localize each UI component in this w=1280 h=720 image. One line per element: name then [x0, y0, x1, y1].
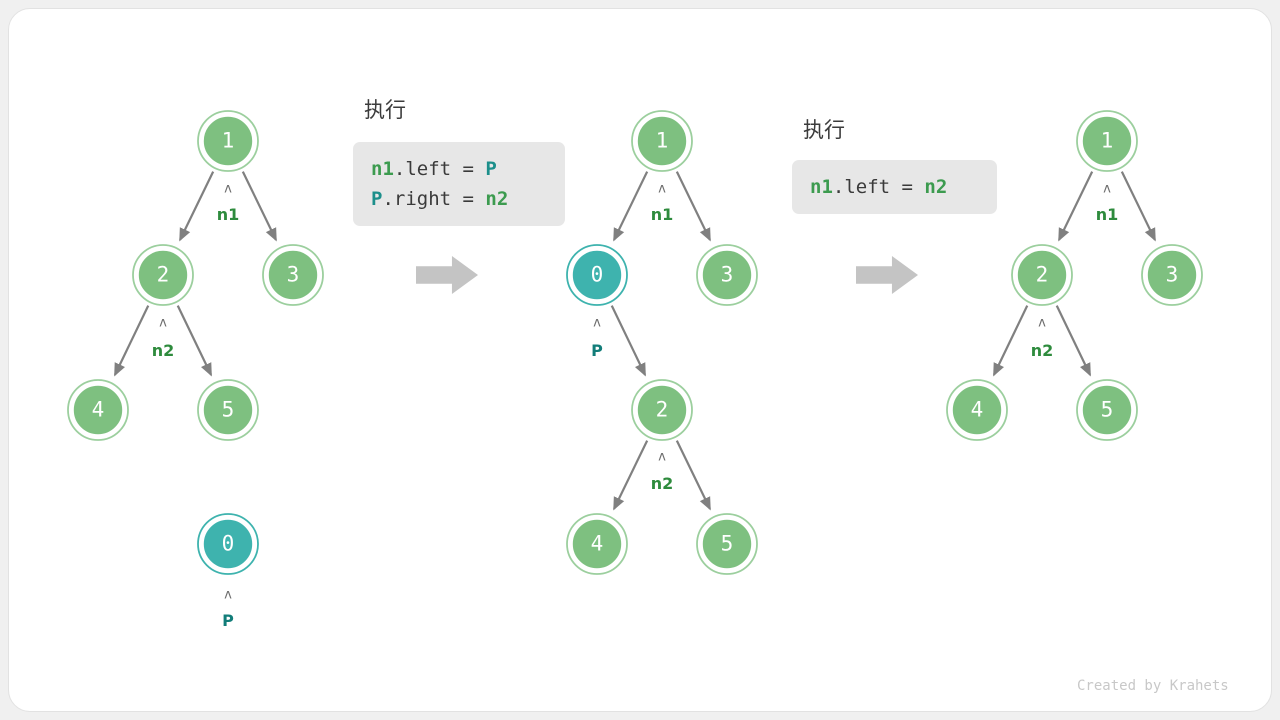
pointer-caret-icon: ʌ	[159, 315, 167, 331]
code-line: n1.left = P	[371, 154, 547, 184]
pointer-caret-icon: ʌ	[1103, 181, 1111, 197]
tree-edge	[613, 440, 649, 511]
pointer-caret-icon: ʌ	[593, 315, 601, 331]
tree-edge	[992, 305, 1029, 377]
pointer-label: n1	[650, 205, 674, 224]
tree-node[interactable]	[1011, 244, 1073, 306]
tree-edge	[1055, 305, 1092, 377]
tree-edge	[610, 305, 647, 377]
pointer-label: n2	[1030, 341, 1054, 360]
tree-node[interactable]	[696, 244, 758, 306]
tree-edge	[1120, 171, 1156, 242]
code-token: .left =	[393, 158, 486, 180]
tree-edge	[179, 171, 215, 242]
code-token: P	[371, 188, 383, 210]
transition-arrow-2	[856, 256, 918, 294]
tree-node[interactable]	[1076, 110, 1138, 172]
tree-node[interactable]	[197, 513, 259, 575]
code-token: n1	[810, 176, 833, 198]
tree-edge	[675, 171, 711, 242]
tree-node[interactable]	[1141, 244, 1203, 306]
code-token: P	[485, 158, 497, 180]
code-line: P.right = n2	[371, 184, 547, 214]
pointer-caret-icon: ʌ	[224, 181, 232, 197]
tree-edges	[113, 171, 1156, 511]
pointer-label: n1	[216, 205, 240, 224]
transition-arrow-1	[416, 256, 478, 294]
execute-caption: 执行	[803, 118, 845, 142]
code-snippet-box: n1.left = n2	[792, 160, 997, 214]
tree-node[interactable]	[566, 513, 628, 575]
tree-edge	[241, 171, 277, 242]
tree-node[interactable]	[67, 379, 129, 441]
tree-node[interactable]	[946, 379, 1008, 441]
pointer-label: P	[222, 611, 234, 630]
code-token: n2	[924, 176, 948, 198]
code-token: n2	[485, 188, 509, 210]
pointer-caret-icon: ʌ	[1038, 315, 1046, 331]
code-token: n1	[371, 158, 394, 180]
tree-node[interactable]	[1076, 379, 1138, 441]
pointer-label: n1	[1095, 205, 1119, 224]
tree-edge	[613, 171, 649, 242]
pointer-caret-icon: ʌ	[224, 587, 232, 603]
pointer-label: n2	[151, 341, 175, 360]
pointer-label: P	[591, 341, 603, 360]
tree-edge	[176, 305, 213, 377]
pointer-caret-icon: ʌ	[658, 449, 666, 465]
tree-node[interactable]	[631, 379, 693, 441]
tree-edge	[1058, 171, 1094, 242]
tree-node[interactable]	[262, 244, 324, 306]
tree-nodes	[67, 110, 1203, 575]
tree-node[interactable]	[197, 379, 259, 441]
code-token: .left =	[832, 176, 925, 198]
credit-text: Created by Krahets	[1077, 678, 1229, 694]
pointer-caret-icon: ʌ	[658, 181, 666, 197]
tree-node[interactable]	[566, 244, 628, 306]
tree-node[interactable]	[631, 110, 693, 172]
tree-node[interactable]	[132, 244, 194, 306]
execute-caption: 执行	[364, 98, 406, 122]
tree-edge	[113, 305, 150, 377]
code-line: n1.left = n2	[810, 172, 979, 202]
pointer-label: n2	[650, 474, 674, 493]
code-token: .right =	[382, 188, 486, 210]
tree-node[interactable]	[197, 110, 259, 172]
transition-arrows	[416, 256, 918, 294]
tree-edge	[675, 440, 711, 511]
tree-node[interactable]	[696, 513, 758, 575]
